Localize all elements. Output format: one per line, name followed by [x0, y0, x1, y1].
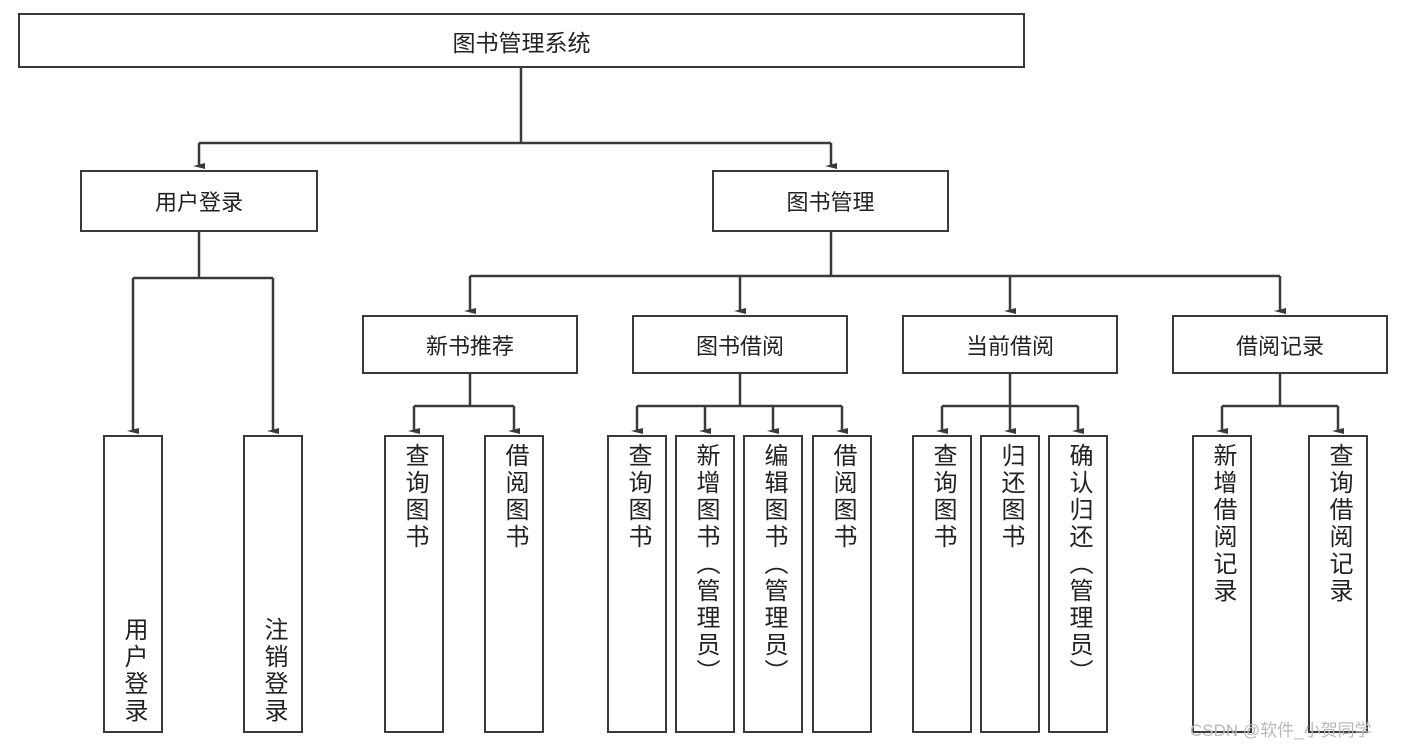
- leaf-user-login-logout[interactable]: 注销登录: [243, 435, 303, 733]
- leaf-borrow-edit-book-admin[interactable]: 编辑图书（管理员）: [743, 435, 803, 733]
- node-label: 新书推荐: [425, 333, 514, 359]
- node-label: 查询图书: [929, 443, 956, 551]
- node-label: 用户登录: [154, 190, 243, 215]
- node-label: 注销登录: [260, 617, 287, 725]
- leaf-current-return-books[interactable]: 归还图书: [980, 435, 1040, 733]
- node-label: 查询图书: [401, 443, 428, 551]
- leaf-new-book-query-books[interactable]: 查询图书: [384, 435, 444, 733]
- node-label: 图书管理: [786, 190, 875, 215]
- node-current-borrowing[interactable]: 当前借阅: [902, 315, 1118, 374]
- leaf-current-confirm-return-admin[interactable]: 确认归还（管理员）: [1048, 435, 1108, 733]
- leaf-records-add-record[interactable]: 新增借阅记录: [1192, 435, 1252, 733]
- leaf-user-login-signin[interactable]: 用户登录: [103, 435, 163, 733]
- leaf-borrow-add-book-admin[interactable]: 新增图书（管理员）: [675, 435, 735, 733]
- node-label: 确认归还（管理员）: [1065, 443, 1092, 686]
- leaf-borrow-borrow-books[interactable]: 借阅图书: [812, 435, 872, 733]
- node-label: 借阅图书: [829, 443, 856, 551]
- node-label: 用户登录: [120, 617, 147, 725]
- node-root-library-system[interactable]: 图书管理系统: [18, 13, 1025, 68]
- csdn-watermark: CSDN @软件_小贺同学: [1190, 721, 1372, 740]
- node-label: 查询借阅记录: [1325, 443, 1352, 605]
- node-label: 借阅图书: [501, 443, 528, 551]
- leaf-new-book-borrow-books[interactable]: 借阅图书: [484, 435, 544, 733]
- node-label: 归还图书: [997, 443, 1024, 551]
- node-label: 新增借阅记录: [1209, 443, 1236, 605]
- leaf-current-query-books[interactable]: 查询图书: [912, 435, 972, 733]
- node-label: 新增图书（管理员）: [692, 443, 719, 686]
- node-new-book-recommendation[interactable]: 新书推荐: [362, 315, 578, 374]
- node-label: 图书管理系统: [452, 29, 591, 56]
- node-label: 编辑图书（管理员）: [760, 443, 787, 686]
- node-label: 查询图书: [624, 443, 651, 551]
- node-label: 当前借阅: [965, 333, 1054, 359]
- node-book-borrowing[interactable]: 图书借阅: [632, 315, 848, 374]
- leaf-records-query-record[interactable]: 查询借阅记录: [1308, 435, 1368, 733]
- node-user-login[interactable]: 用户登录: [80, 170, 318, 232]
- node-borrowing-records[interactable]: 借阅记录: [1172, 315, 1388, 374]
- leaf-borrow-query-books[interactable]: 查询图书: [607, 435, 667, 733]
- node-label: 图书借阅: [695, 333, 784, 359]
- node-book-management[interactable]: 图书管理: [712, 170, 949, 232]
- node-label: 借阅记录: [1235, 333, 1324, 359]
